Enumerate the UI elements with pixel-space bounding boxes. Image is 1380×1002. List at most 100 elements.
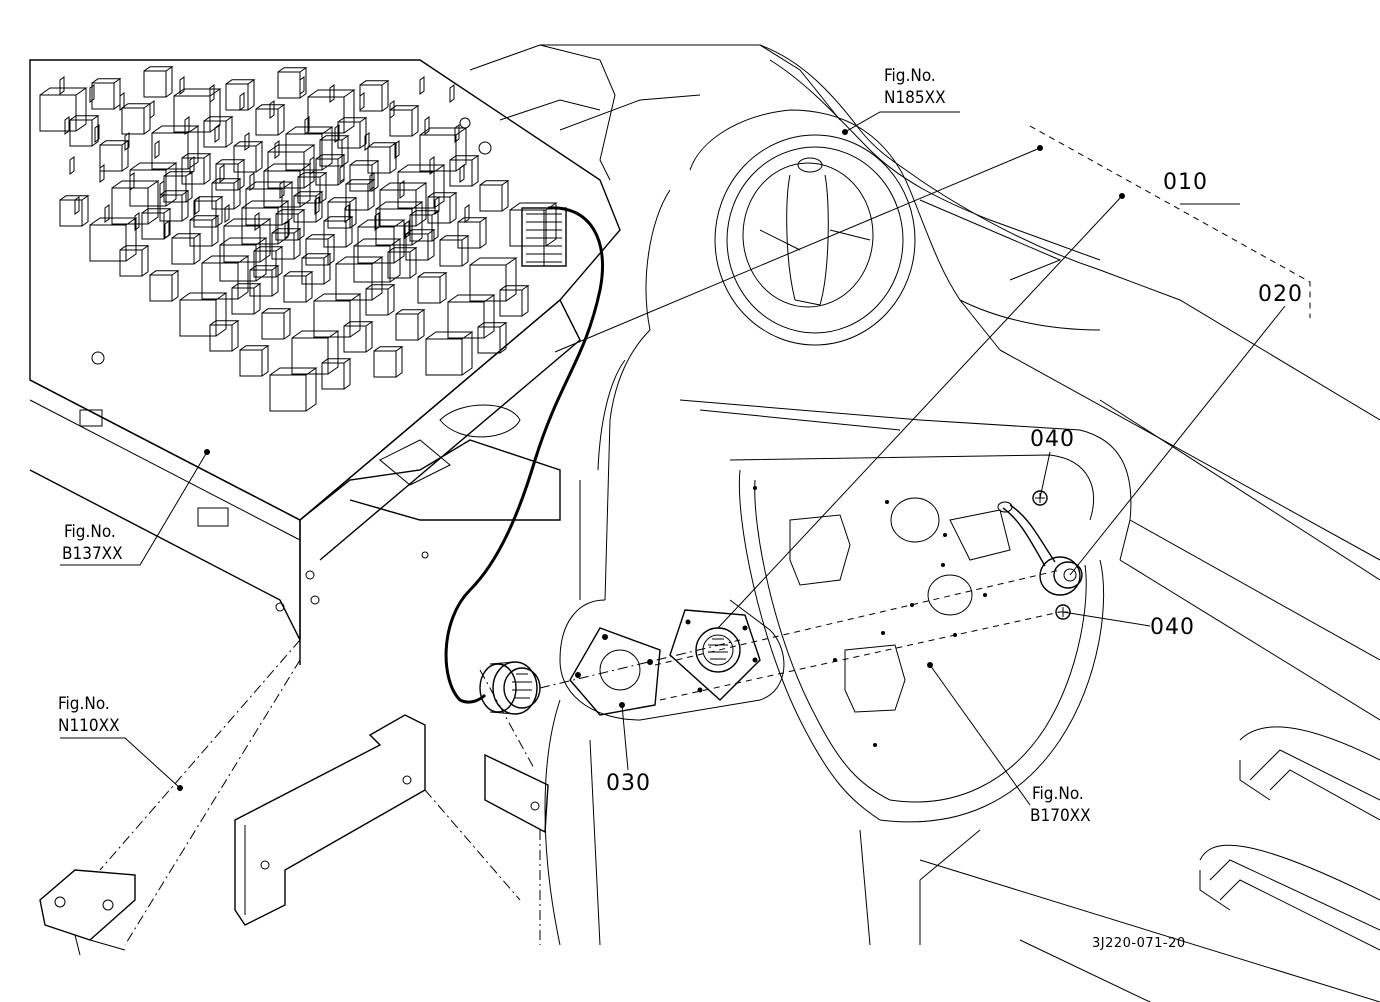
fuse-strip xyxy=(314,196,320,215)
relay-block xyxy=(201,255,250,300)
relay-block xyxy=(313,293,362,338)
fuse-strip xyxy=(104,204,110,223)
relay-block xyxy=(159,190,190,222)
relay-block xyxy=(239,345,270,377)
relay-block xyxy=(231,283,262,315)
fuse-strip xyxy=(219,164,225,183)
fuse-strip xyxy=(94,124,100,143)
fuse-strip xyxy=(89,84,95,103)
relay-block xyxy=(215,159,246,191)
relay-block xyxy=(425,331,474,376)
socket-connector xyxy=(669,609,761,701)
part-010-callout: 010 xyxy=(1163,170,1208,195)
fuse-strip xyxy=(309,156,315,175)
relay-block xyxy=(469,257,518,302)
relay-block xyxy=(211,178,242,210)
relay-block xyxy=(179,292,228,337)
fuse-strip xyxy=(339,164,345,183)
relay-block xyxy=(129,162,178,207)
fuse-strip xyxy=(419,76,425,95)
relay-block xyxy=(389,105,420,137)
relay-block xyxy=(449,155,480,187)
fig-n110-code: N110XX xyxy=(58,716,120,736)
fuse-strip xyxy=(459,164,465,183)
relay-block xyxy=(111,180,160,225)
relay-block xyxy=(59,195,90,227)
fuse-strip xyxy=(449,84,455,103)
fuse-strip xyxy=(74,196,80,215)
drawing-code: 3J220-071-20 xyxy=(1092,936,1186,951)
fuse-strip xyxy=(184,116,190,135)
relay-block xyxy=(249,265,280,297)
fig-b170-label: Fig.No. xyxy=(1032,784,1084,804)
fuse-strip xyxy=(399,180,405,199)
fig-n185-code: N185XX xyxy=(884,88,946,108)
relay-block xyxy=(223,218,272,263)
relay-block xyxy=(457,217,488,249)
relay-block xyxy=(121,103,152,135)
relay-block xyxy=(293,191,324,223)
relay-block xyxy=(291,330,340,375)
fuse-strip xyxy=(464,204,470,223)
fuse-strip xyxy=(429,156,435,175)
fuse-strip xyxy=(279,180,285,199)
relay-block xyxy=(327,197,358,229)
fuse-strip xyxy=(249,172,255,191)
fuse-strip xyxy=(239,92,245,111)
relay-block xyxy=(321,358,352,390)
wire-harness xyxy=(444,206,605,704)
console-outline xyxy=(469,44,1380,1002)
relay-block xyxy=(349,160,380,192)
relay-block xyxy=(277,67,308,99)
fig-b137-label: Fig.No. xyxy=(64,522,116,542)
relay-block xyxy=(357,219,406,264)
relay-block xyxy=(39,87,88,132)
relay-block xyxy=(509,202,558,247)
relay-block xyxy=(89,217,138,262)
fuse-strip xyxy=(99,164,105,183)
part-040-right-callout: 040 xyxy=(1150,615,1195,640)
fuse-strip xyxy=(299,76,305,95)
relay-block xyxy=(315,154,346,186)
relay-block xyxy=(189,215,220,247)
fuse-strip xyxy=(124,132,130,151)
fig-b137-code: B137XX xyxy=(62,544,123,564)
relay-block xyxy=(417,272,448,304)
fuse-strip xyxy=(119,92,125,111)
relay-block xyxy=(479,180,510,212)
fuse-strip xyxy=(304,116,310,135)
relay-block xyxy=(269,367,318,412)
fuse-strip xyxy=(59,76,65,95)
relay-block xyxy=(263,163,312,208)
fuse-strip xyxy=(329,84,335,103)
cap-020 xyxy=(997,501,1083,596)
relay-block xyxy=(335,256,384,301)
relay-block xyxy=(395,309,426,341)
mounting-panel xyxy=(753,486,1011,747)
leader-lines xyxy=(60,111,1311,946)
relay-block xyxy=(301,253,332,285)
relay-block xyxy=(283,271,314,303)
fuse-strip xyxy=(454,124,460,143)
relay-block xyxy=(499,285,530,317)
relay-block xyxy=(373,346,404,378)
relay-block xyxy=(245,181,294,226)
relay-block xyxy=(209,320,240,352)
fuse-strip xyxy=(209,84,215,103)
fig-n110-label: Fig.No. xyxy=(58,694,110,714)
relay-block xyxy=(285,126,334,171)
relay-block xyxy=(375,201,424,246)
fuse-strip xyxy=(149,100,155,119)
fuse-strip xyxy=(364,132,370,151)
fuse-strip xyxy=(214,124,220,143)
relay-block xyxy=(447,294,496,339)
relay-block xyxy=(365,284,396,316)
fuse-strip xyxy=(254,212,260,231)
fuse-strip xyxy=(179,76,185,95)
relay-block xyxy=(181,153,212,185)
fuse-strip xyxy=(64,116,70,135)
relay-block xyxy=(345,179,376,211)
fuse-strip xyxy=(424,116,430,135)
relay-block xyxy=(219,237,268,282)
